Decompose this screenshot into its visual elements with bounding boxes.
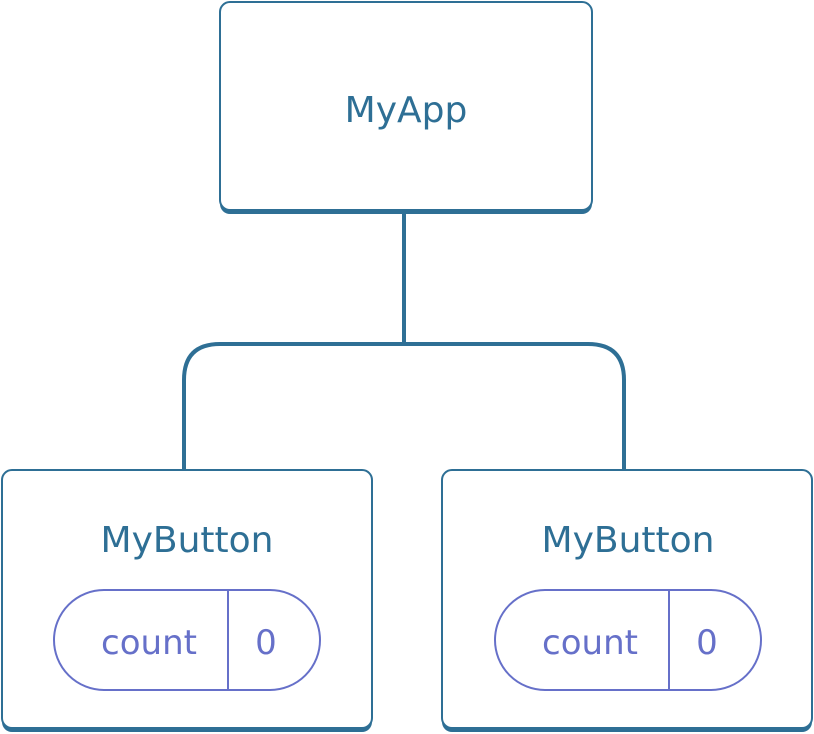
state-pill-right-outline: [494, 589, 762, 691]
state-name-left: count: [101, 623, 197, 663]
branch-connector: [182, 342, 626, 472]
state-pill-left: count 0: [53, 589, 321, 691]
state-pill-right: count 0: [494, 589, 762, 691]
state-value-left: 0: [255, 623, 277, 663]
component-node-left-label: MyButton: [101, 520, 274, 561]
state-name-right: count: [542, 623, 638, 663]
component-node-myapp: MyApp: [219, 1, 593, 214]
state-pill-left-outline: [53, 589, 321, 691]
component-node-mybutton-left: MyButton count 0: [1, 469, 373, 732]
state-value-right: 0: [696, 623, 718, 663]
tree-connectors: [182, 212, 626, 472]
component-node-myapp-label: MyApp: [345, 90, 468, 131]
component-node-right-label: MyButton: [542, 520, 715, 561]
component-node-mybutton-right: MyButton count 0: [441, 469, 813, 732]
component-node-myapp-box: [219, 1, 593, 211]
